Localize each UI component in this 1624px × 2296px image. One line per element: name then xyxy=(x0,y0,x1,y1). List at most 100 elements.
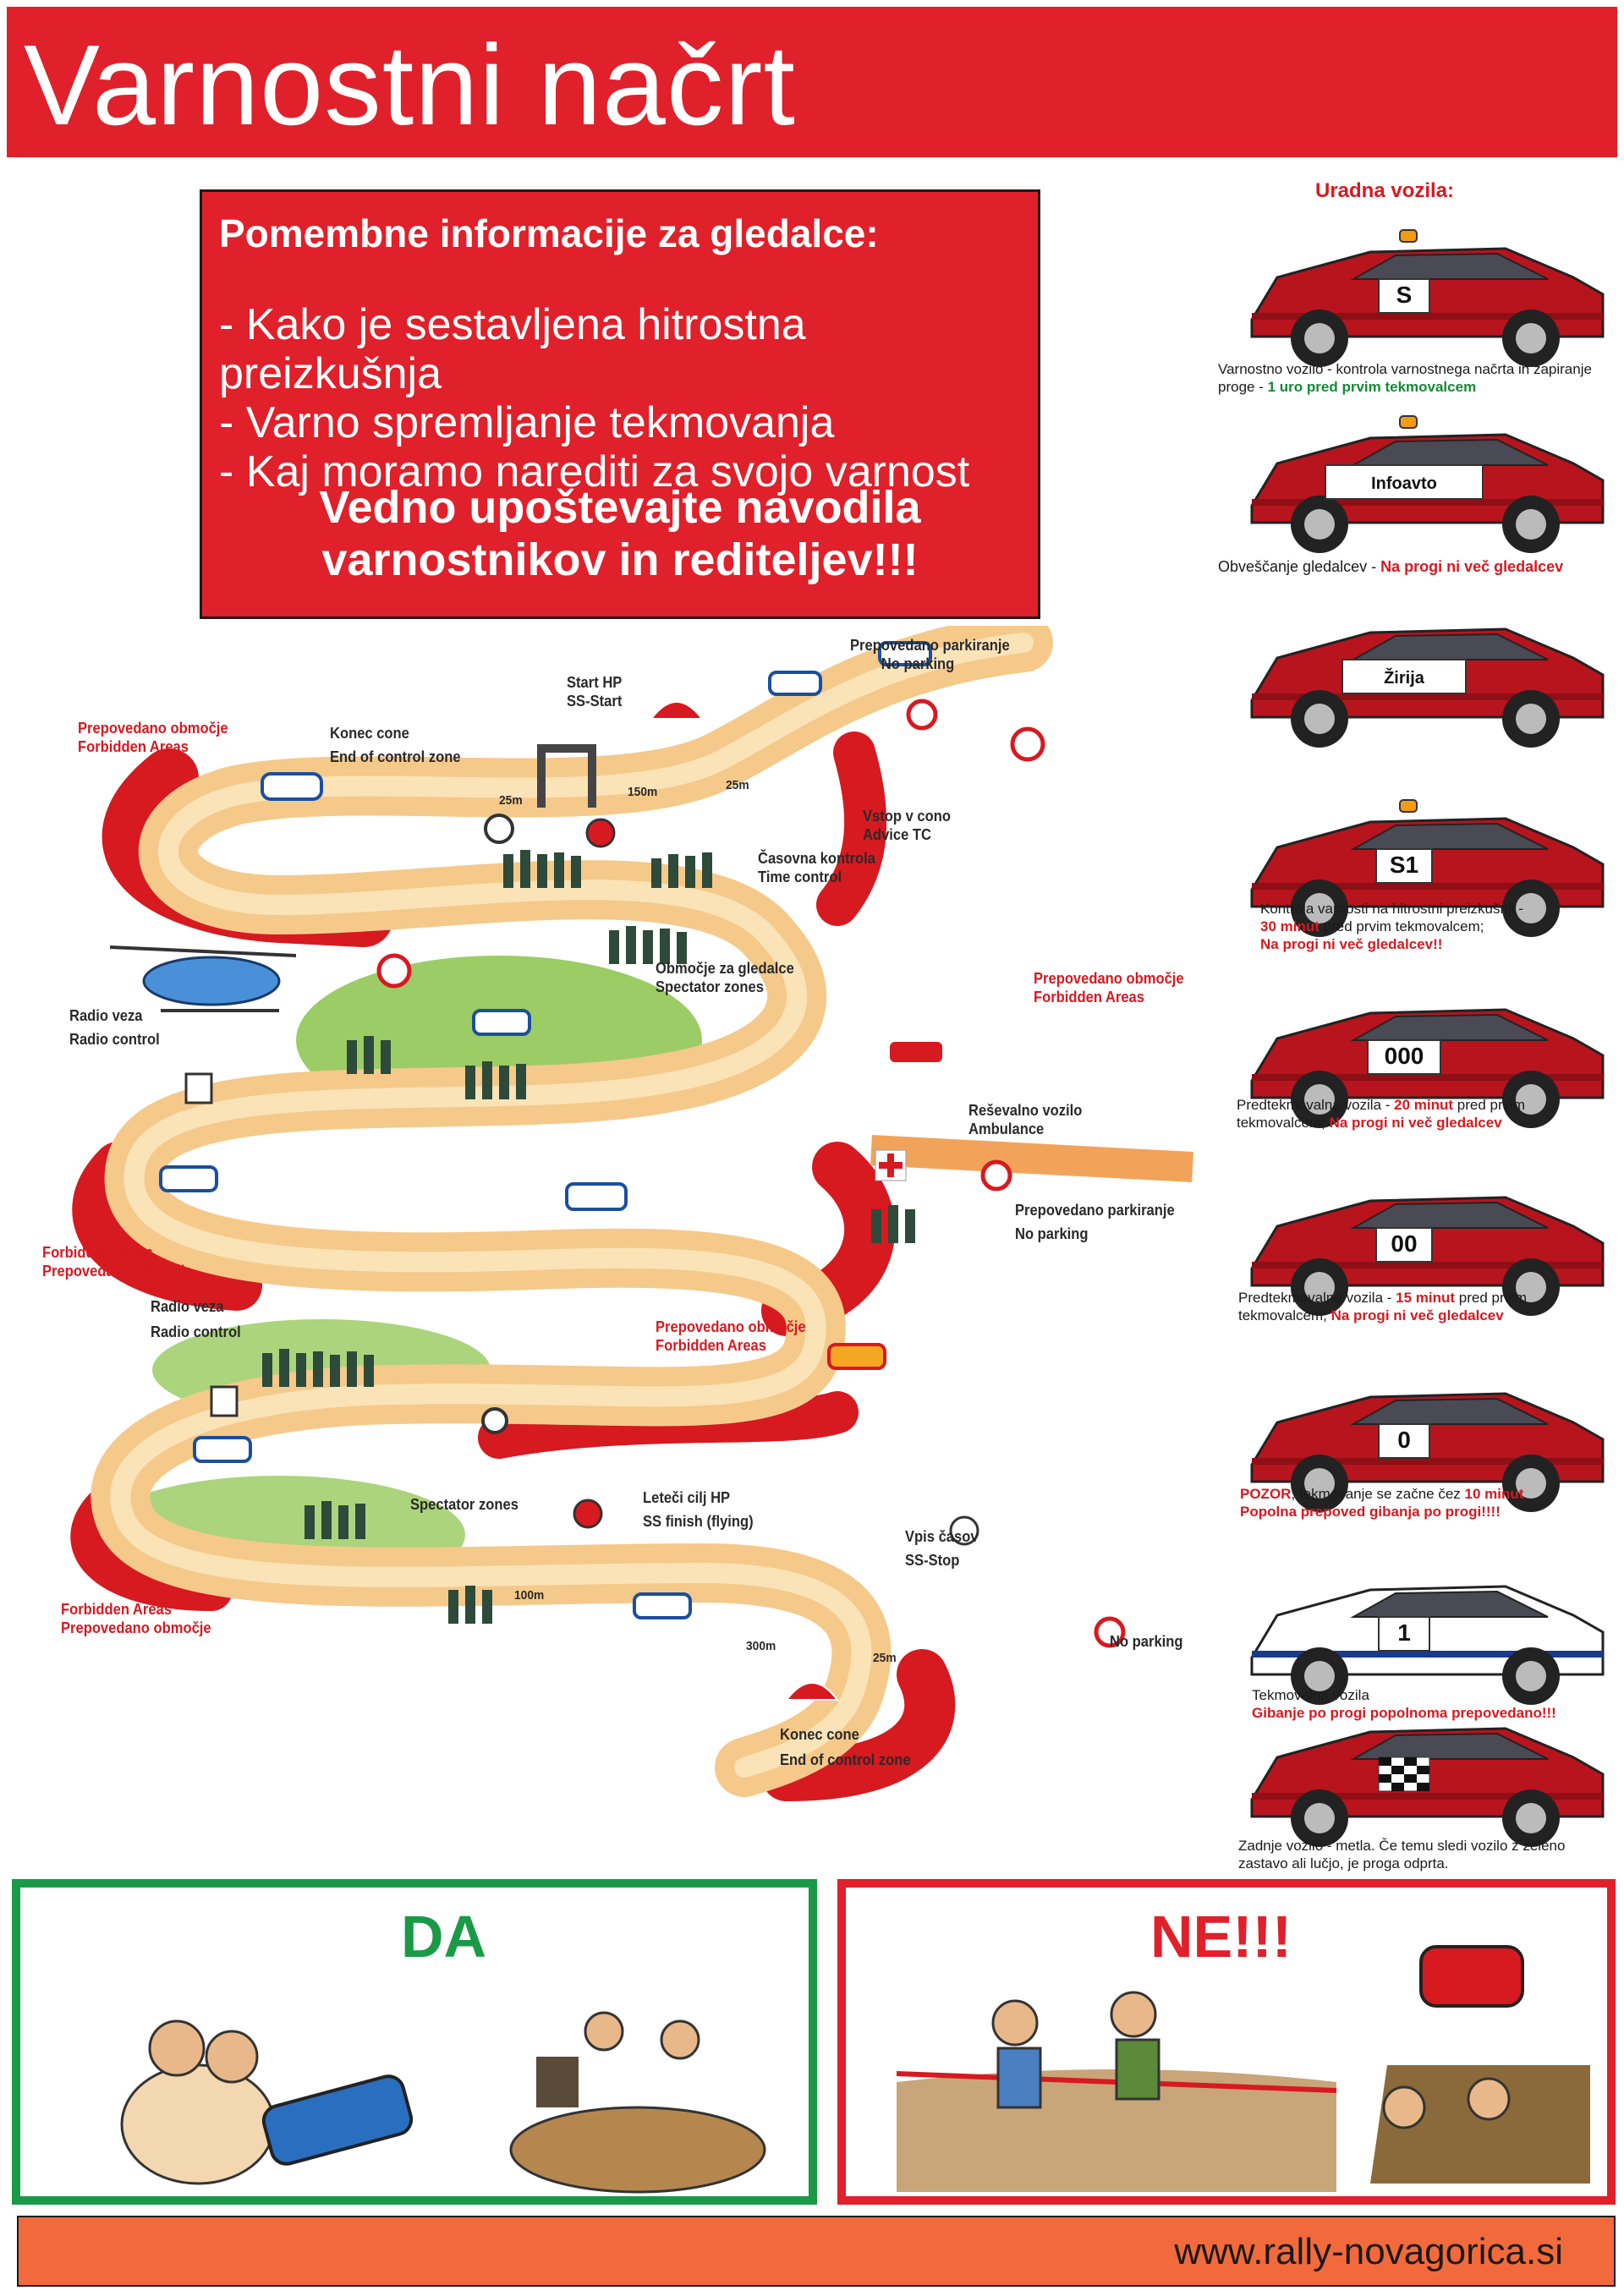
no-parking-sign xyxy=(980,1159,1012,1192)
start-arch-beam xyxy=(537,744,596,753)
no-parking-sign xyxy=(1094,1616,1126,1648)
car-plate: 1 xyxy=(1397,1619,1411,1646)
rally-car-icon xyxy=(472,1009,531,1036)
start-arch-post xyxy=(537,748,546,808)
radio-sign xyxy=(184,1072,213,1104)
official-car: 000 xyxy=(1226,979,1616,1140)
map-label-time-control: Časovna kontrola Time control xyxy=(758,850,875,885)
car-plate: Žirija xyxy=(1384,667,1425,688)
forbidden-band xyxy=(72,1142,262,1311)
car-plate: Infoavto xyxy=(1371,474,1437,493)
map-label-ambulance: Reševalno vozilo Ambulance xyxy=(968,1102,1083,1137)
map-label-end-zone: Konec cone End of control zone xyxy=(330,725,461,765)
car-caption-info: Obveščanje gledalcev - Na progi ni več g… xyxy=(1218,558,1564,575)
list-item: - Kaj moramo narediti za svojo varnost xyxy=(219,447,970,496)
map-label-spectator-zones: Območje za gledalce Spectator zones xyxy=(656,960,794,995)
map-label-radio: Radio veza Radio control xyxy=(151,1298,241,1340)
spectator-group xyxy=(262,850,915,1624)
list-item: - Kako je sestavljena hitrostna preizkuš… xyxy=(219,300,806,398)
car-icon: 0 xyxy=(1250,1392,1605,1512)
official-car xyxy=(1226,1698,1616,1859)
info-box: Pomembne informacije za gledalce: - Kako… xyxy=(200,189,1040,619)
warning-line-1: Vedno upoštevajte navodila xyxy=(319,482,921,533)
rally-car-icon xyxy=(193,1436,252,1463)
do-panel: DA xyxy=(12,1879,817,2205)
control-sign xyxy=(573,1499,603,1529)
distance-label: 100m xyxy=(514,1588,545,1603)
do-illustration xyxy=(120,2011,766,2194)
car-plate: 00 xyxy=(1391,1230,1417,1257)
map-label-forbidden: Prepovedano območje Forbidden Areas xyxy=(78,720,228,755)
rally-car-icon xyxy=(565,1182,628,1211)
rally-car-icon xyxy=(261,772,323,801)
stage-map-drawing xyxy=(70,626,1193,1801)
rally-car-icon xyxy=(159,1165,218,1192)
website-link[interactable]: www.rally-novagorica.si xyxy=(1174,2231,1563,2272)
car-caption-0: POZOR, tekmovanje se začne čez 10 minut … xyxy=(1240,1486,1524,1520)
car-icon: 000 xyxy=(1250,1008,1605,1128)
distance-label: 25m xyxy=(499,793,523,808)
official-car: Žirija xyxy=(1226,599,1616,759)
umbrella-icon xyxy=(649,701,705,720)
car-caption-s: Varnostno vozilo - kontrola varnostnega … xyxy=(1218,361,1592,395)
map-label-forbidden: Prepovedano območje Forbidden Areas xyxy=(1034,970,1184,1006)
stop-sign xyxy=(949,1515,979,1546)
rally-car-icon xyxy=(827,1343,886,1370)
map-label-stop: Vpis časov SS-Stop xyxy=(905,1528,979,1569)
car-caption-00: Predtekmovalna vozila - 15 minut pred pr… xyxy=(1238,1290,1528,1323)
chequered-flag-icon xyxy=(1378,1756,1430,1792)
map-label-end-zone: Konec cone End of control zone xyxy=(780,1726,911,1768)
dont-illustration xyxy=(896,1945,1590,2192)
car-icon: Žirija xyxy=(1250,627,1605,748)
car-icon: S xyxy=(1250,229,1605,367)
no-parking-sign xyxy=(906,699,938,731)
helicopter-icon xyxy=(142,956,281,1006)
car-plate: S xyxy=(1396,282,1413,308)
info-list: - Kako je sestavljena hitrostna preizkuš… xyxy=(219,300,1038,496)
info-heading: Pomembne informacije za gledalce: xyxy=(219,211,879,255)
map-label-finish: Leteči cilj HP SS finish (flying) xyxy=(643,1489,754,1530)
official-car: 00 xyxy=(1226,1167,1616,1328)
distance-label: 300m xyxy=(746,1639,776,1653)
car-icon: S1 xyxy=(1250,799,1605,937)
car-plate: S1 xyxy=(1390,852,1418,878)
rally-car-icon xyxy=(633,1592,692,1619)
dont-panel: NE!!! xyxy=(837,1879,1616,2205)
map-label-radio: Radio veza Radio control xyxy=(69,1007,160,1048)
map-label-spectator-zones: Spectator zones xyxy=(410,1496,518,1513)
car-plate: 0 xyxy=(1397,1427,1411,1453)
warning-line-2: varnostnikov in rediteljev!!! xyxy=(321,534,919,585)
umbrella-icon xyxy=(784,1682,840,1701)
map-label-no-parking: Prepovedano parkiranje No parking xyxy=(1015,1202,1175,1242)
control-sign xyxy=(585,818,616,848)
official-vehicles-title: Uradna vozila: xyxy=(1315,179,1455,202)
car-caption-sweeper: Zadnje vozilo - metla. Če temu sledi voz… xyxy=(1238,1838,1566,1871)
rally-car-icon xyxy=(886,1038,946,1066)
official-car: S xyxy=(1226,218,1616,379)
distance-label: 25m xyxy=(873,1651,897,1665)
radio-sign xyxy=(210,1385,239,1417)
header-bar: Varnostni načrt xyxy=(7,7,1617,157)
rally-car-icon xyxy=(878,641,932,666)
distance-label: 150m xyxy=(628,785,658,799)
rally-track-center xyxy=(110,633,1034,1778)
official-car: S1 xyxy=(1226,788,1616,949)
map-label-tc-entry: Vstop v cono Advice TC xyxy=(863,808,951,843)
page-title: Varnostni načrt xyxy=(24,21,796,149)
map-label-start: Start HP SS-Start xyxy=(567,674,623,710)
car-caption-000: Predtekmovalna vozila - 20 minut pred pr… xyxy=(1237,1097,1526,1131)
footer-bar: www.rally-novagorica.si xyxy=(17,2216,1616,2287)
map-label-forbidden: Forbidden Areas Prepovedano območje xyxy=(61,1601,211,1636)
official-car: 0 xyxy=(1226,1363,1616,1524)
car-icon: 1 xyxy=(1250,1585,1605,1705)
official-car: Infoavto xyxy=(1226,404,1616,565)
rally-car-icon xyxy=(768,671,822,696)
map-label-no-parking: Prepovedano parkiranje No parking xyxy=(850,637,1010,672)
distance-label: 25m xyxy=(726,778,749,792)
do-panel-title: DA xyxy=(401,1904,487,1970)
car-icon: 00 xyxy=(1250,1196,1605,1316)
forbidden-band xyxy=(816,732,887,926)
info-warning: Vedno upoštevajte navodila varnostnikov … xyxy=(202,481,1038,586)
no-parking-sign xyxy=(1010,726,1045,762)
dont-panel-title: NE!!! xyxy=(1150,1904,1292,1970)
